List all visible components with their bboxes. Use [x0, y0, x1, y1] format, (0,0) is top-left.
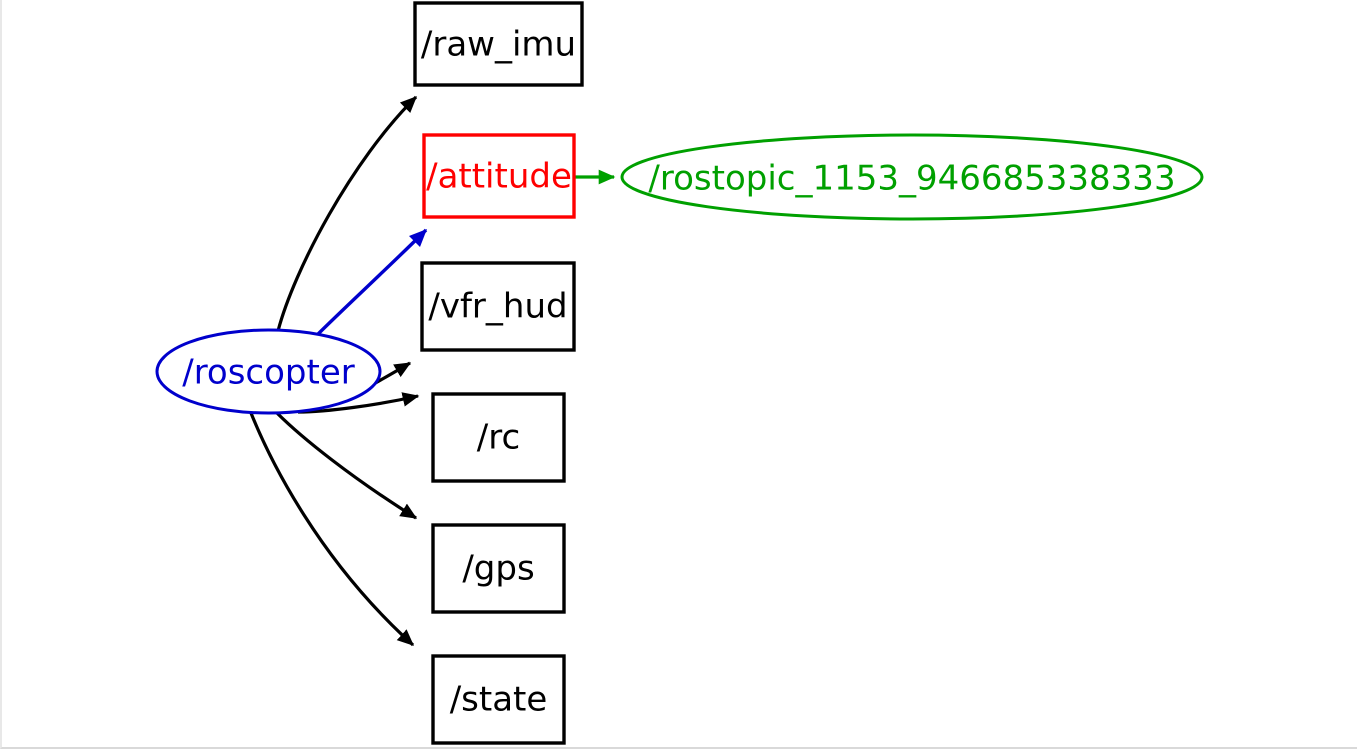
- node-attitude-shape: [422, 133, 576, 219]
- node-layer: /roscopter /raw_imu /attitude /vfr_hud /…: [155, 1, 1204, 745]
- node-vfr_hud-label: /vfr_hud: [428, 287, 567, 327]
- edge-roscopter-to-raw_imu[interactable]: [276, 95, 418, 332]
- node-raw_imu[interactable]: /raw_imu: [413, 1, 584, 87]
- node-rostopic_subscriber-shape: [620, 133, 1204, 221]
- node-gps-label: /gps: [462, 549, 534, 589]
- node-rc-label: /rc: [477, 418, 520, 458]
- node-vfr_hud[interactable]: /vfr_hud: [420, 261, 576, 352]
- node-roscopter-label: /roscopter: [182, 353, 355, 393]
- node-state-label: /state: [450, 680, 548, 720]
- node-raw_imu-shape: [413, 1, 584, 87]
- node-state-shape: [431, 654, 566, 745]
- node-rostopic_subscriber-label: /rostopic_1153_946685338333: [648, 159, 1175, 199]
- edge-roscopter-to-gps[interactable]: [275, 411, 418, 520]
- node-roscopter-shape: [155, 328, 382, 415]
- edge-roscopter-to-state[interactable]: [249, 412, 415, 647]
- edge-roscopter-to-attitude[interactable]: [313, 228, 428, 339]
- node-state[interactable]: /state: [431, 654, 566, 745]
- node-gps-shape: [431, 523, 566, 614]
- node-rc-shape: [431, 392, 566, 483]
- node-raw_imu-label: /raw_imu: [421, 25, 576, 65]
- node-gps[interactable]: /gps: [431, 523, 566, 614]
- node-rc[interactable]: /rc: [431, 392, 566, 483]
- node-attitude-label: /attitude: [426, 157, 572, 197]
- node-rostopic_subscriber[interactable]: /rostopic_1153_946685338333: [620, 133, 1204, 221]
- node-attitude[interactable]: /attitude: [422, 133, 576, 219]
- node-vfr_hud-shape: [420, 261, 576, 352]
- node-roscopter[interactable]: /roscopter: [155, 328, 382, 415]
